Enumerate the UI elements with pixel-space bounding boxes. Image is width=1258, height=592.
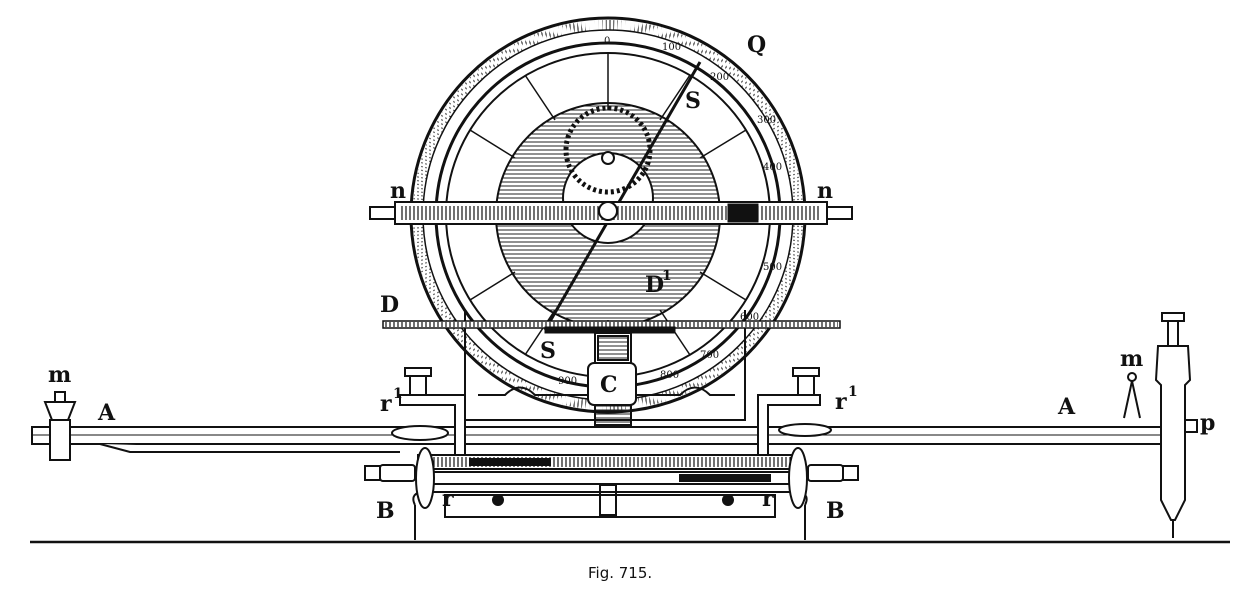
label-b-left: B	[376, 498, 395, 524]
label-a-left: A	[97, 400, 116, 426]
left-fitting-m	[43, 391, 77, 461]
label-d: D	[380, 292, 399, 318]
svg-text:300: 300	[757, 115, 776, 126]
label-r1-right: r	[835, 389, 847, 415]
bar-a	[31, 426, 1181, 453]
svg-text:0: 0	[604, 36, 610, 47]
svg-text:500: 500	[763, 262, 782, 273]
svg-text:600: 600	[740, 312, 759, 323]
pointer-s	[543, 61, 702, 331]
label-r1-left-sup: 1	[393, 386, 403, 402]
right-tool-p	[1123, 312, 1198, 538]
label-r-right: r	[762, 486, 774, 512]
label-r1-right-sup: 1	[848, 384, 858, 400]
label-c: C	[600, 372, 618, 398]
svg-text:700: 700	[700, 350, 719, 361]
label-n-right: n	[817, 178, 833, 204]
label-b-right: B	[826, 498, 845, 524]
figure-caption: Fig. 715.	[588, 564, 652, 582]
svg-text:100: 100	[662, 42, 681, 53]
column-c	[587, 332, 637, 426]
bar-n	[369, 201, 853, 225]
label-r-left: r	[442, 486, 454, 512]
letter-labels: Q S S n n D D 1 C A A m m r 1 r 1 r r B …	[48, 32, 1215, 524]
label-r1-left: r	[380, 391, 392, 417]
rail-r	[364, 447, 859, 509]
label-d1-sup: 1	[662, 268, 672, 284]
dial-numbers: 0 100 200 300 400 500 600 700 800 900	[558, 36, 782, 387]
svg-text:200: 200	[710, 72, 729, 83]
svg-text:400: 400	[763, 162, 782, 173]
label-d1: D	[645, 272, 664, 298]
svg-text:800: 800	[660, 370, 679, 381]
clamps-r1	[391, 367, 832, 456]
base-frame	[30, 310, 1230, 544]
svg-text:900: 900	[558, 376, 577, 387]
label-m-right: m	[1120, 346, 1143, 372]
label-m-left: m	[48, 362, 71, 388]
label-n-left: n	[390, 178, 406, 204]
label-p: p	[1200, 410, 1215, 436]
label-q: Q	[747, 32, 766, 58]
label-s-lower: S	[540, 338, 556, 364]
label-a-right: A	[1057, 394, 1076, 420]
label-s-upper: S	[685, 88, 701, 114]
